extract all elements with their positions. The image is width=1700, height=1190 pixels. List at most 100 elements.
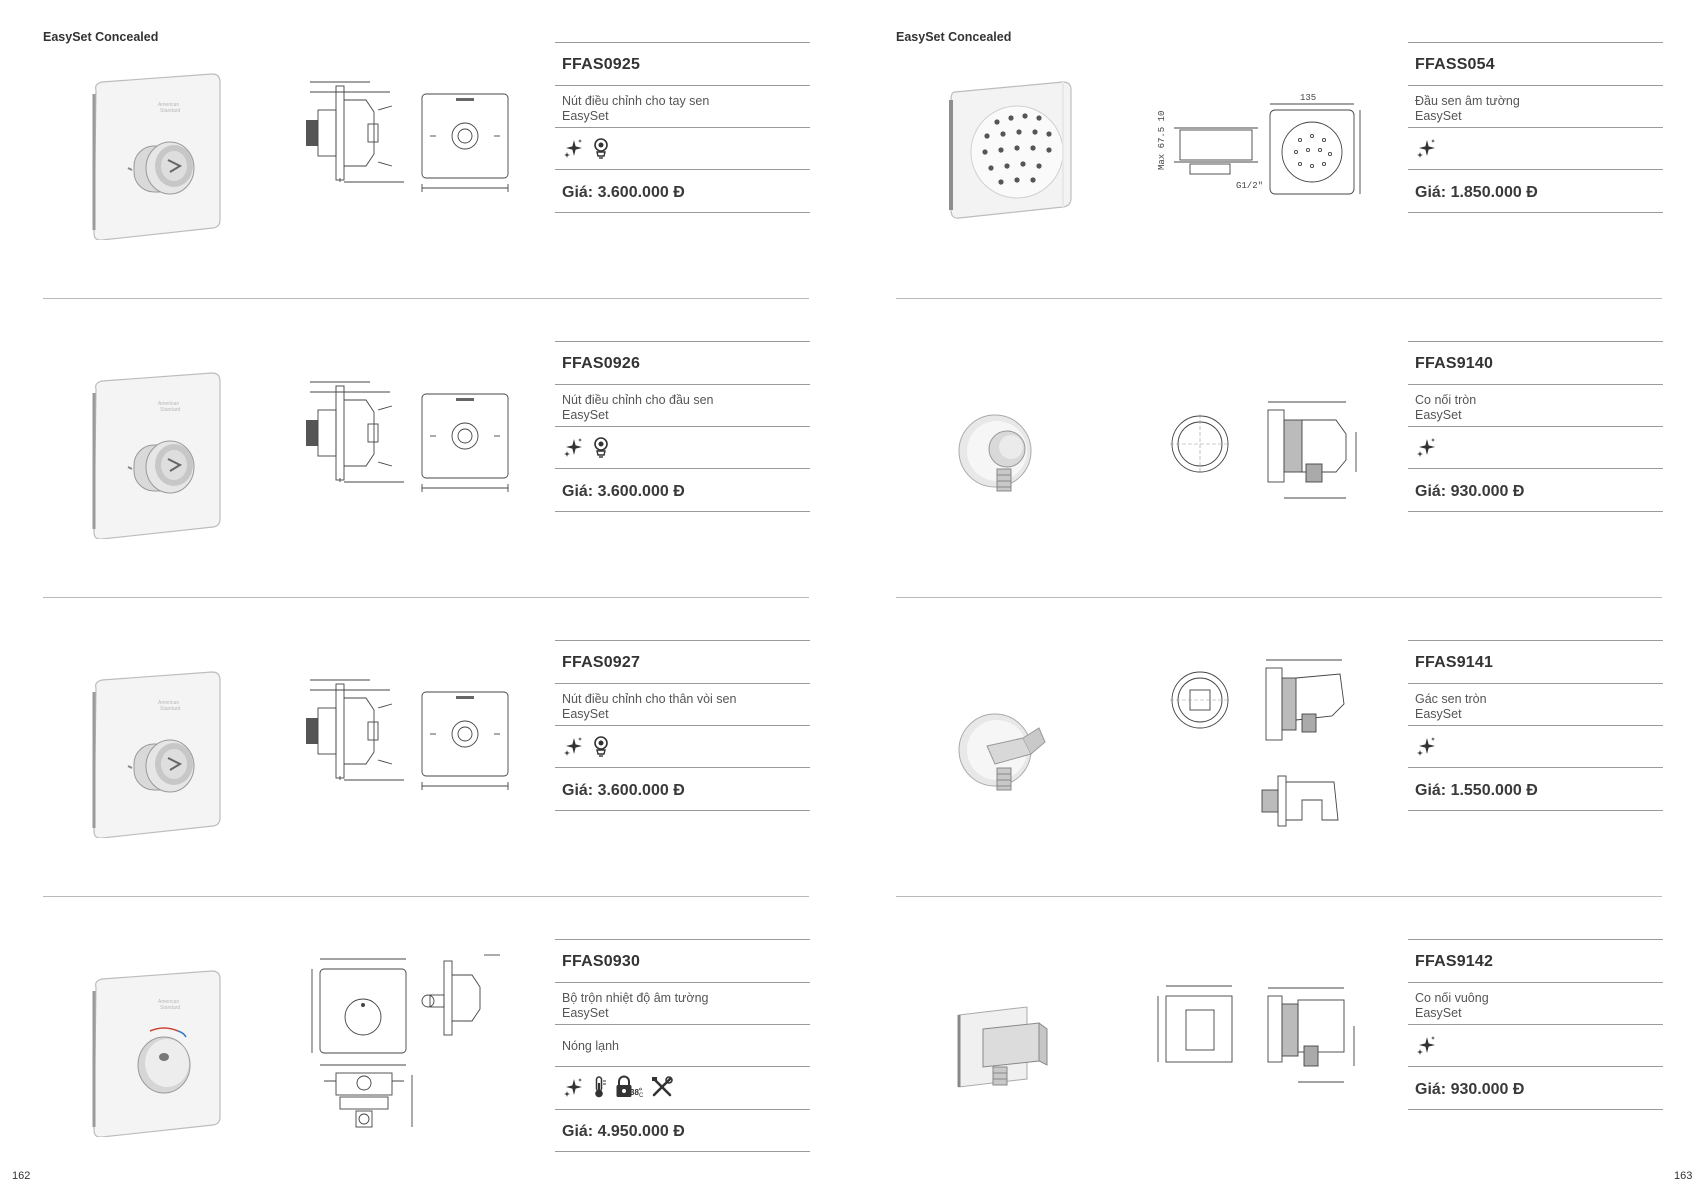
description-line: EasySet — [562, 408, 609, 422]
svg-text:38: 38 — [630, 1088, 639, 1097]
product-code: FFAS9141 — [1415, 654, 1494, 671]
product-photo — [935, 70, 1085, 245]
info-rule — [1408, 1024, 1663, 1025]
info-rule — [1408, 212, 1663, 213]
tools-icon — [650, 1075, 674, 1099]
description-line: EasySet — [1415, 408, 1462, 422]
row-divider — [43, 597, 809, 598]
info-rule — [555, 169, 810, 170]
sparkle-icon — [1415, 137, 1437, 159]
product-code: FFAS0925 — [562, 56, 641, 73]
info-rule — [555, 767, 810, 768]
info-rule — [555, 982, 810, 983]
info-rule — [1408, 939, 1663, 940]
info-rule — [555, 1109, 810, 1110]
info-rule — [555, 468, 810, 469]
description-line: EasySet — [1415, 109, 1462, 123]
info-rule — [555, 1066, 810, 1067]
description-line: Đầu sen âm tường — [1415, 94, 1520, 108]
product-code: FFAS0927 — [562, 654, 641, 671]
description-line: Nút điều chỉnh cho tay sen — [562, 94, 710, 108]
info-rule — [555, 85, 810, 86]
info-rule — [1408, 725, 1663, 726]
product-type: Nóng lạnh — [562, 1039, 619, 1053]
info-rule — [1408, 683, 1663, 684]
info-rule — [1408, 426, 1663, 427]
svg-text:G1/2": G1/2" — [1236, 181, 1263, 191]
description-line: Co nối tròn — [1415, 393, 1477, 407]
description-line: EasySet — [1415, 1006, 1462, 1020]
description-line: EasySet — [562, 1006, 609, 1020]
sparkle-icon — [562, 735, 584, 757]
description-line: EasySet — [562, 109, 609, 123]
row-divider — [896, 597, 1662, 598]
product-price: Giá: 3.600.000 Đ — [562, 782, 685, 799]
info-rule — [555, 939, 810, 940]
feature-icons — [562, 435, 612, 459]
info-rule — [1408, 341, 1663, 342]
product-code: FFAS0926 — [562, 355, 641, 372]
info-rule — [555, 511, 810, 512]
technical-drawing — [300, 70, 520, 215]
technical-drawing — [300, 945, 520, 1140]
feature-icons — [1415, 136, 1437, 160]
sparkle-icon — [1415, 1034, 1437, 1056]
info-rule — [555, 1151, 810, 1152]
product-code: FFASS054 — [1415, 56, 1495, 73]
product-code: FFAS0930 — [562, 953, 641, 970]
product-photo — [935, 967, 1085, 1142]
technical-drawing — [1150, 650, 1370, 855]
product-photo: American Standard — [80, 668, 230, 843]
product-photo — [935, 668, 1085, 843]
svg-text:American: American — [158, 401, 179, 407]
info-rule — [1408, 767, 1663, 768]
info-rule — [1408, 810, 1663, 811]
feature-icons — [562, 734, 612, 758]
product-photo: American Standard — [80, 369, 230, 544]
technical-drawing — [1150, 966, 1370, 1111]
feature-icons — [1415, 1033, 1437, 1057]
product-price: Giá: 930.000 Đ — [1415, 483, 1525, 500]
description-line: Co nối vuông — [1415, 991, 1489, 1005]
feature-icons — [1415, 734, 1437, 758]
sparkle-icon — [562, 137, 584, 159]
description-line: Gác sen tròn — [1415, 692, 1487, 706]
svg-text:C: C — [639, 1093, 644, 1099]
info-rule — [1408, 127, 1663, 128]
product-price: Giá: 3.600.000 Đ — [562, 184, 685, 201]
info-rule — [555, 42, 810, 43]
info-rule — [555, 341, 810, 342]
technical-drawing — [300, 370, 520, 515]
info-rule — [1408, 42, 1663, 43]
product-photo: American Standard — [80, 70, 230, 245]
info-rule — [1408, 1066, 1663, 1067]
svg-text:Standard: Standard — [160, 108, 181, 114]
info-rule — [555, 1024, 810, 1025]
svg-text:American: American — [158, 999, 179, 1005]
product-price: Giá: 3.600.000 Đ — [562, 483, 685, 500]
info-rule — [555, 384, 810, 385]
info-rule — [1408, 384, 1663, 385]
info-rule — [555, 725, 810, 726]
product-price: Giá: 1.850.000 Đ — [1415, 184, 1538, 201]
sparkle-icon — [562, 436, 584, 458]
info-rule — [555, 683, 810, 684]
product-photo: American Standard — [80, 967, 230, 1142]
product-price: Giá: 930.000 Đ — [1415, 1081, 1525, 1098]
sparkle-icon — [1415, 735, 1437, 757]
description-line: Bộ trộn nhiệt độ âm tường — [562, 991, 709, 1005]
description-line: EasySet — [562, 707, 609, 721]
section-title-left: EasySet Concealed — [43, 30, 159, 44]
svg-text:135: 135 — [1300, 93, 1316, 103]
info-rule — [1408, 468, 1663, 469]
info-rule — [1408, 1109, 1663, 1110]
info-rule — [1408, 982, 1663, 983]
product-code: FFAS9142 — [1415, 953, 1494, 970]
